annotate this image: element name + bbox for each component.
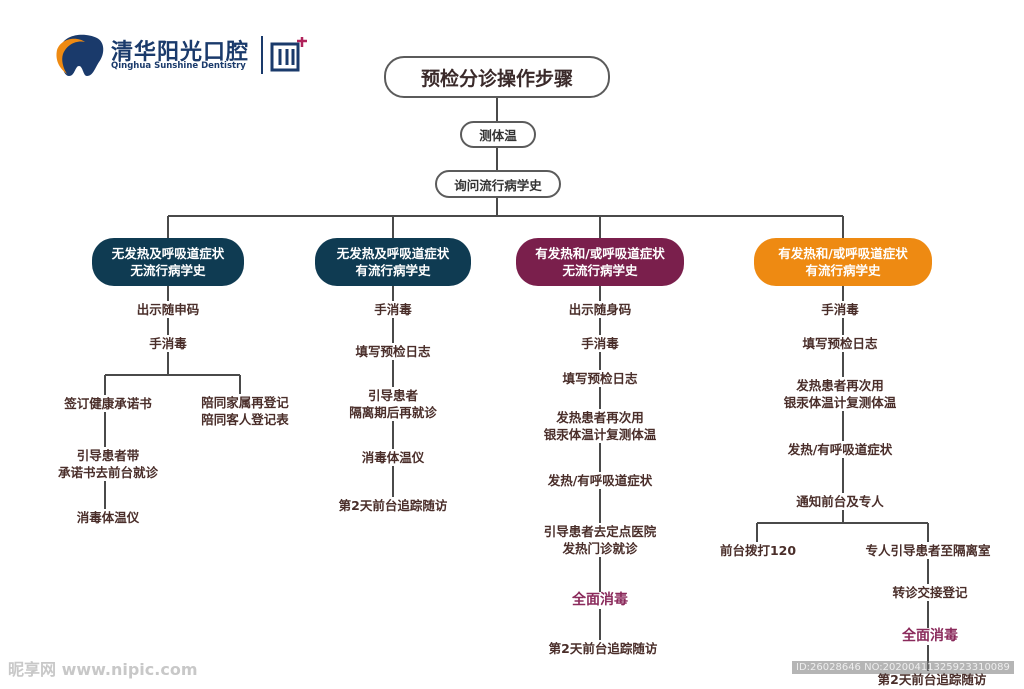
step-text: 通知前台及专人 xyxy=(793,493,887,510)
step-text: 填写预检日志 xyxy=(799,335,881,352)
header-line: 无发热及呼吸道症状 xyxy=(111,246,225,261)
step-text: 专人引导患者至隔离室 xyxy=(862,542,994,559)
step-line: 银汞体温计复测体温 xyxy=(543,427,657,442)
step-text: 手消毒 xyxy=(146,335,190,352)
highlight-disinfect: 全面消毒 xyxy=(899,628,961,645)
step-text: 填写预检日志 xyxy=(559,370,641,387)
step-line: 陪同家属再登记 xyxy=(201,395,289,410)
category-header-3: 有发热和/或呼吸道症状 无流行病学史 xyxy=(516,238,684,286)
tooth-logo-icon xyxy=(56,34,104,76)
step-text: 引导患者带 承诺书去前台就诊 xyxy=(54,447,162,481)
header-line: 有发热和/或呼吸道症状 xyxy=(535,246,665,261)
category-header-2: 无发热及呼吸道症状 有流行病学史 xyxy=(315,238,471,286)
step-measure-temperature: 测体温 xyxy=(460,121,536,148)
step-text: 出示随申码 xyxy=(133,301,203,318)
step-text: 第2天前台追踪随访 xyxy=(335,497,451,514)
step-text: 消毒体温仪 xyxy=(358,449,428,466)
step-line: 引导患者带 xyxy=(76,448,140,463)
step-text: 引导患者 隔离期后再就诊 xyxy=(346,387,440,421)
brand-logo: 清华阳光口腔 Qinghua Sunshine Dentistry xyxy=(55,32,315,80)
step-text: 陪同家属再登记 陪同客人登记表 xyxy=(198,394,292,428)
step-text: 出示随身码 xyxy=(565,301,635,318)
step-text: 第2天前台追踪随访 xyxy=(874,671,990,688)
watermark-right: ID:26028646 NO:20200411325923310089 xyxy=(792,661,1014,674)
highlight-disinfect: 全面消毒 xyxy=(569,592,631,609)
brand-name: 清华阳光口腔 xyxy=(111,40,250,65)
step-line: 陪同客人登记表 xyxy=(201,412,289,427)
step-text: 手消毒 xyxy=(371,301,415,318)
step-text: 手消毒 xyxy=(578,335,622,352)
header-line: 有发热和/或呼吸道症状 xyxy=(778,246,908,261)
header-line: 无流行病学史 xyxy=(130,263,206,278)
page-title: 预检分诊操作步骤 xyxy=(384,56,610,98)
category-header-1: 无发热及呼吸道症状 无流行病学史 xyxy=(92,238,244,286)
step-text: 消毒体温仪 xyxy=(73,509,143,526)
step-line: 发热患者再次用 xyxy=(796,378,884,393)
step-text: 手消毒 xyxy=(818,301,862,318)
header-line: 有流行病学史 xyxy=(805,263,881,278)
step-line: 引导患者去定点医院 xyxy=(543,524,657,539)
step-line: 发热患者再次用 xyxy=(556,410,644,425)
step-text: 发热患者再次用 银汞体温计复测体温 xyxy=(780,377,900,411)
step-text: 签订健康承诺书 xyxy=(61,395,155,412)
brand-subtitle: Qinghua Sunshine Dentistry xyxy=(111,61,246,71)
category-header-4: 有发热和/或呼吸道症状 有流行病学史 xyxy=(754,238,932,286)
step-text: 转诊交接登记 xyxy=(889,584,971,601)
header-line: 无发热及呼吸道症状 xyxy=(336,246,450,261)
header-line: 有流行病学史 xyxy=(355,263,431,278)
partner-logo-icon xyxy=(270,37,307,72)
step-text: 发热/有呼吸道症状 xyxy=(784,441,896,458)
step-text: 第2天前台追踪随访 xyxy=(545,640,661,657)
step-text: 引导患者去定点医院 发热门诊就诊 xyxy=(540,523,660,557)
step-line: 银汞体温计复测体温 xyxy=(783,395,897,410)
step-text: 发热患者再次用 银汞体温计复测体温 xyxy=(540,409,660,443)
step-text: 发热/有呼吸道症状 xyxy=(544,472,656,489)
step-text: 前台拨打120 xyxy=(716,542,800,559)
watermark-left: 昵享网 www.nipic.com xyxy=(8,660,198,679)
header-line: 无流行病学史 xyxy=(562,263,638,278)
step-line: 引导患者 xyxy=(367,388,419,403)
step-text: 填写预检日志 xyxy=(352,343,434,360)
step-ask-epidemiology: 询问流行病学史 xyxy=(435,170,561,198)
step-line: 承诺书去前台就诊 xyxy=(57,465,159,480)
step-line: 发热门诊就诊 xyxy=(562,541,638,556)
step-line: 隔离期后再就诊 xyxy=(349,405,437,420)
logo-divider xyxy=(261,36,263,74)
